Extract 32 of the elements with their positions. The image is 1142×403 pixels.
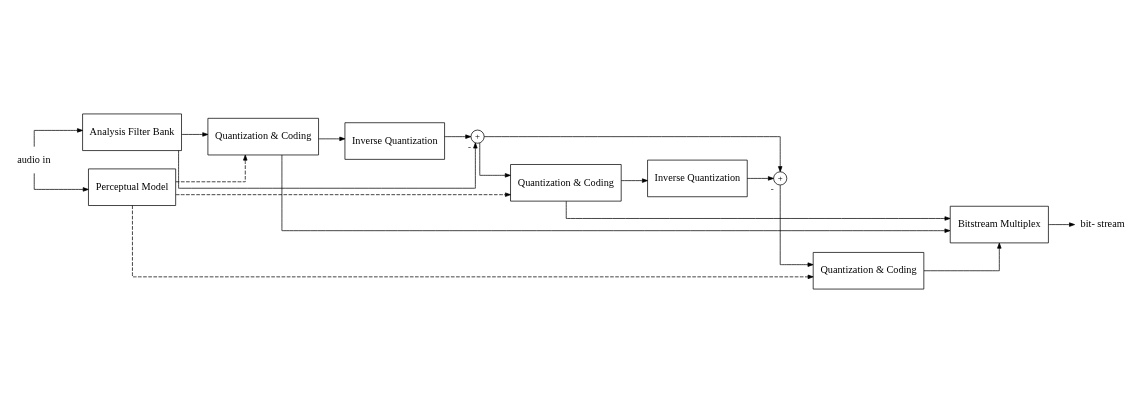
arrow [746, 176, 774, 181]
node-text: audio in [17, 153, 51, 165]
node-box: Inverse Quantization [647, 159, 748, 198]
arrow [923, 242, 1002, 272]
node-box: Analysis Filter Bank [82, 113, 182, 151]
node-label: - [770, 184, 774, 195]
arrow [33, 128, 83, 147]
node-circle: + [773, 171, 788, 186]
arrow [318, 136, 346, 141]
arrow [444, 134, 472, 139]
arrow [620, 178, 648, 183]
arrow [1048, 222, 1075, 227]
arrow [33, 173, 89, 192]
arrow [779, 184, 814, 267]
arrow [281, 154, 951, 233]
node-box: Bitstream Multiplex [949, 205, 1049, 244]
arrow [175, 154, 248, 183]
arrow [132, 205, 814, 279]
arrow [565, 200, 951, 221]
arrow [483, 136, 783, 173]
node-box: Quantization & Coding [510, 164, 622, 202]
node-label: - [468, 142, 471, 153]
node-box: Quantization & Coding [812, 252, 925, 290]
node-circle: + [470, 129, 485, 144]
node-text: bit- stream [1080, 218, 1125, 230]
arrow [479, 142, 511, 178]
node-box: Quantization & Coding [207, 117, 319, 156]
node-box: Inverse Quantization [344, 122, 445, 160]
arrow [175, 192, 511, 197]
arrow [181, 132, 209, 137]
node-box: Perceptual Model [88, 168, 177, 206]
arrow [178, 142, 478, 189]
